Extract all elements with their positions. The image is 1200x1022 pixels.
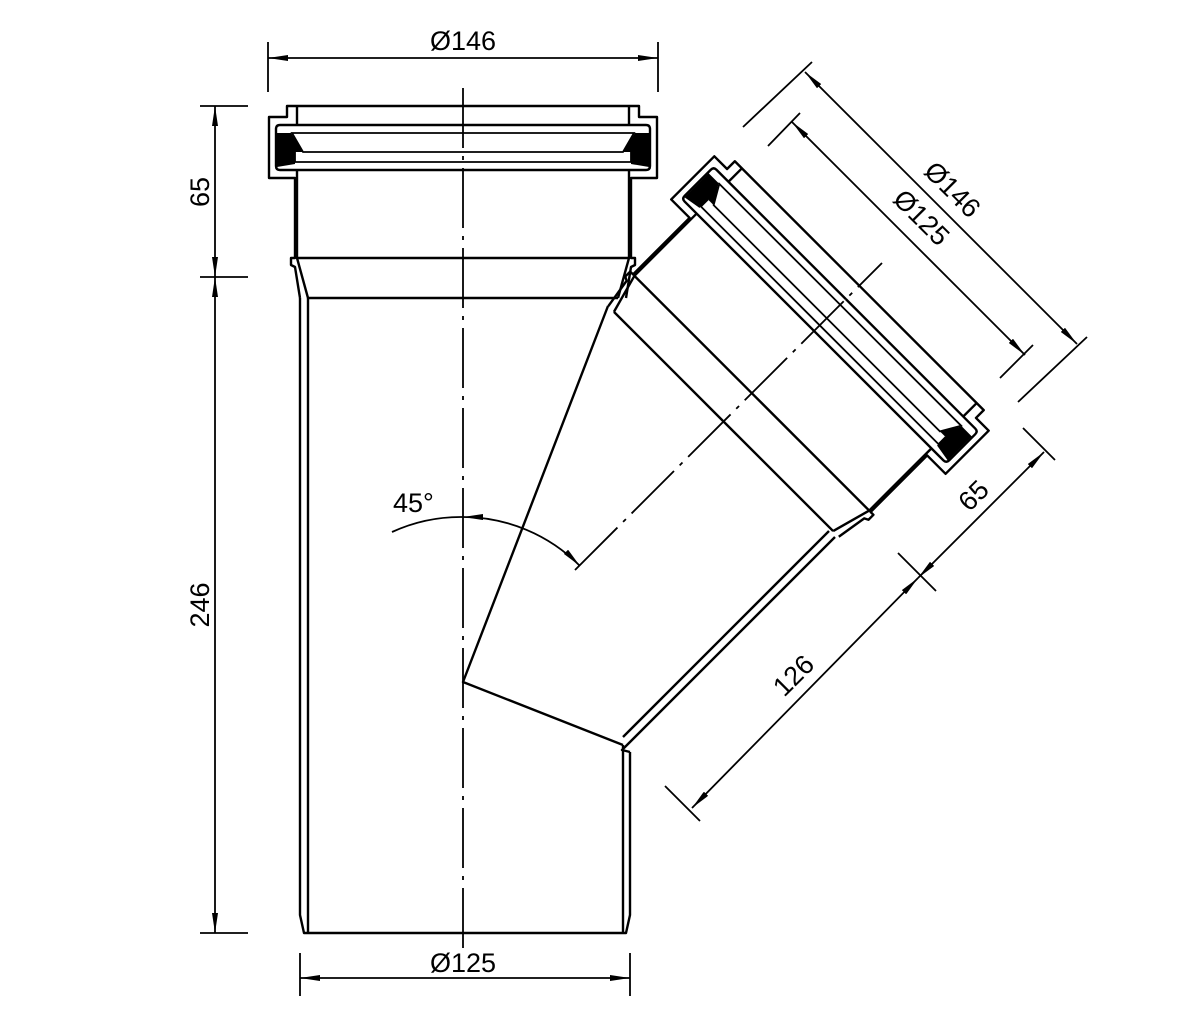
- dim-label: Ø125: [430, 948, 496, 978]
- dim-label: 65: [952, 474, 994, 516]
- dim-top-diameter: Ø146: [267, 26, 659, 92]
- branch-centerline: [574, 262, 883, 571]
- dim-label: 65: [185, 177, 215, 207]
- dim-bottom-diameter: Ø125: [299, 948, 631, 996]
- dim-label: Ø146: [430, 26, 496, 56]
- dim-label: 126: [767, 649, 820, 702]
- dim-branch-lengths: 65 126: [664, 427, 1056, 822]
- dim-left-vertical: 65 246: [185, 105, 248, 934]
- main-pipe-body: [298, 298, 632, 935]
- dim-label: 45°: [393, 488, 434, 518]
- dim-branch-angle: 45°: [391, 488, 581, 567]
- dim-label: 246: [185, 582, 215, 627]
